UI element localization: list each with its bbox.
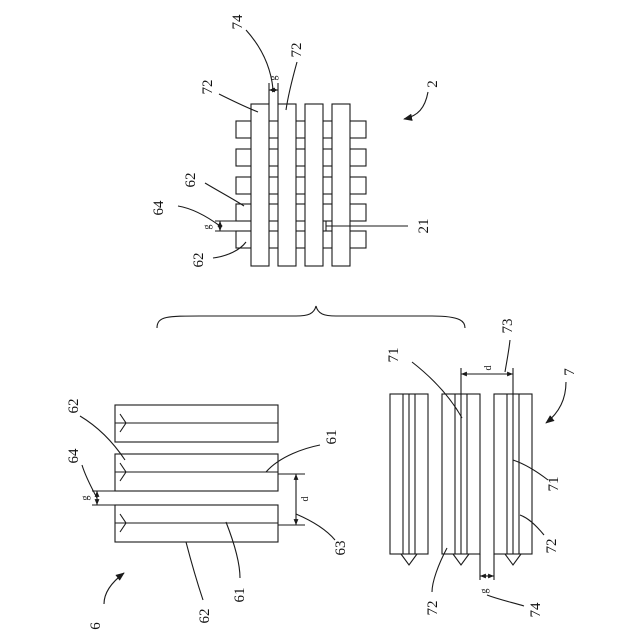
part-6-ref-numeral: 6 <box>88 622 104 630</box>
column-member <box>251 104 269 266</box>
leader-line <box>432 548 447 592</box>
channel-tip <box>453 554 469 565</box>
ref-numeral-62: 62 <box>197 609 213 624</box>
ref-numeral-64: 64 <box>151 200 167 216</box>
leader-line <box>487 595 524 606</box>
part-7-ref-numeral: 7 <box>562 368 578 376</box>
leader-line <box>219 94 258 112</box>
ref-numeral-72: 72 <box>200 80 216 95</box>
ref-numeral-71: 71 <box>546 477 562 492</box>
channel-tip <box>505 554 521 565</box>
gap-symbol: g <box>80 496 91 501</box>
pitch-symbol: d <box>483 366 494 371</box>
grouping-brace <box>157 306 465 328</box>
gap-symbol: g <box>268 76 279 81</box>
ref-numeral-64: 64 <box>66 448 82 464</box>
reference-arrow <box>104 573 124 604</box>
ref-numeral-72: 72 <box>544 539 560 554</box>
leader-line <box>505 340 510 372</box>
part-7-members <box>390 394 532 565</box>
ref-numeral-63: 63 <box>333 541 349 556</box>
ref-numeral-72: 72 <box>289 43 305 58</box>
leader-line <box>82 465 97 498</box>
ref-numeral-74: 74 <box>528 602 544 618</box>
leader-line <box>186 542 203 600</box>
reference-arrow <box>546 382 566 423</box>
part-7-view: d 73 71 71 72 72 g 74 7 <box>386 319 578 618</box>
leader-line <box>296 514 335 540</box>
column-member <box>305 104 323 266</box>
ref-numeral-62: 62 <box>66 399 82 414</box>
ref-numeral-73: 73 <box>500 319 516 334</box>
ref-numeral-72: 72 <box>425 601 441 616</box>
pitch-symbol: d <box>300 497 311 502</box>
ref-numeral-61: 61 <box>232 588 248 603</box>
gap-symbol: g <box>479 589 490 594</box>
column-member <box>332 104 350 266</box>
ref-numeral-61: 61 <box>324 430 340 445</box>
part-6-ribs <box>115 405 278 542</box>
channel-tip <box>401 554 417 565</box>
assembly-ref-numeral: 2 <box>425 80 441 88</box>
assembly-view: g 74 72 72 62 g 64 62 21 2 <box>151 14 441 268</box>
part-6-view: g 64 62 61 d 63 61 62 6 <box>66 399 349 630</box>
leader-line <box>178 206 220 226</box>
ref-numeral-62: 62 <box>191 253 207 268</box>
reference-arrow <box>404 92 428 119</box>
ref-numeral-21: 21 <box>416 219 432 234</box>
ref-numeral-74: 74 <box>230 14 246 30</box>
ref-numeral-62: 62 <box>183 173 199 188</box>
ref-numeral-71: 71 <box>386 348 402 363</box>
leader-line <box>286 62 297 110</box>
gap-symbol: g <box>202 225 213 230</box>
column-member <box>278 104 296 266</box>
